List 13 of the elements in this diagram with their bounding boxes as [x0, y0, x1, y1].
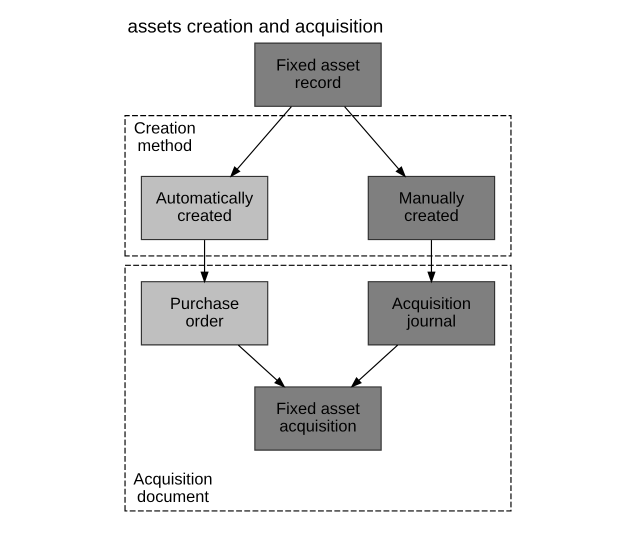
arrow [350, 344, 398, 388]
arrow [237, 344, 286, 388]
arrow [344, 106, 406, 178]
node-box: Fixed asset acquisition [254, 386, 382, 451]
arrow [200, 240, 208, 284]
node-box: Automatically created [140, 176, 268, 240]
node-box: Fixed asset record [254, 42, 382, 107]
arrow [426, 240, 436, 284]
node-box: Acquisition journal [367, 281, 495, 346]
node-box: Purchase order [140, 281, 268, 346]
diagram-title: assets creation and acquisition [127, 15, 383, 36]
node-box: Manually created [367, 176, 495, 240]
arrow [229, 106, 292, 178]
